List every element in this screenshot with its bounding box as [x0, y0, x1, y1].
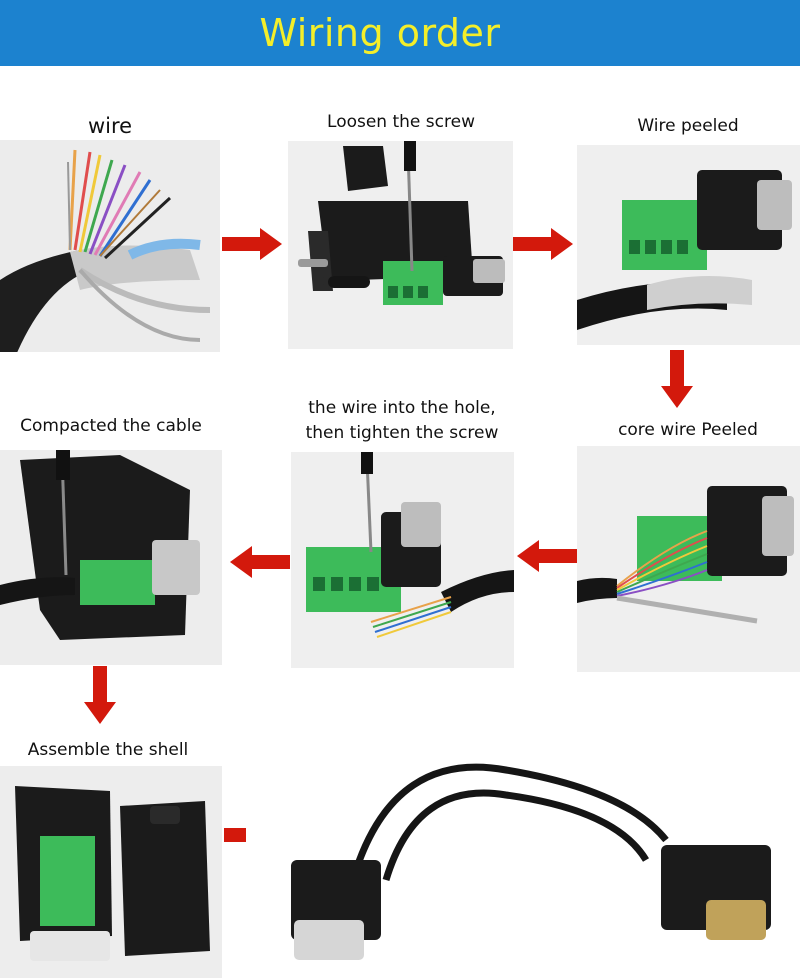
step-label-peeled: Wire peeled	[637, 116, 739, 136]
step-label-insert-1: the wire into the hole,	[308, 398, 496, 418]
step-label-compact: Compacted the cable	[20, 416, 202, 436]
photo-finished-cable	[246, 750, 800, 978]
photo-wire	[0, 140, 220, 352]
header-banner: Wiring order	[0, 0, 800, 66]
page-title: Wiring order	[259, 11, 501, 55]
step-label-wire: wire	[87, 114, 133, 138]
photo-compact-cable	[0, 450, 222, 665]
step-label-assemble: Assemble the shell	[27, 740, 189, 760]
photo-wire-peeled	[577, 145, 800, 345]
photo-core-peeled	[577, 446, 800, 672]
step-label-core: core wire Peeled	[618, 420, 758, 440]
photo-loosen-screw	[288, 141, 513, 349]
down-arrow-icon	[661, 350, 693, 408]
photo-insert-wire	[291, 452, 514, 668]
step-label-insert-2: then tighten the screw	[305, 423, 499, 443]
step-label-loosen: Loosen the screw	[327, 112, 475, 132]
left-arrow-icon	[230, 546, 290, 578]
left-arrow-icon	[517, 540, 577, 572]
right-arrow-icon	[513, 228, 573, 260]
right-arrow-icon	[222, 228, 282, 260]
photo-assemble-shell	[0, 766, 222, 978]
down-arrow-icon	[84, 666, 116, 724]
